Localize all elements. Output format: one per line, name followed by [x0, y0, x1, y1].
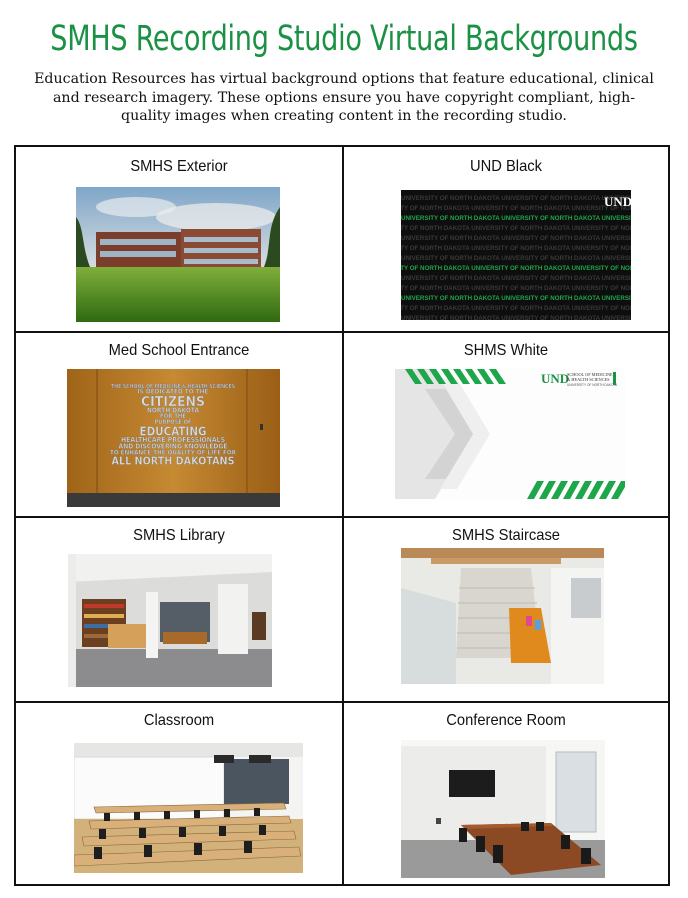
grid-divider [16, 331, 668, 333]
background-option-conference-room[interactable]: Conference Room [344, 703, 668, 886]
und-logo: UND [604, 194, 631, 209]
med-school-entrance-image: THE SCHOOL OF MEDICINE & HEALTH SCIENCES… [67, 369, 280, 507]
backgrounds-grid: SMHS Exterior [14, 145, 670, 886]
grid-divider [16, 701, 668, 703]
background-option-classroom[interactable]: Classroom [16, 703, 342, 886]
shms-white-image: UND SCHOOL OF MEDICINE & HEALTH SCIENCES… [395, 369, 625, 499]
background-option-smhs-exterior[interactable]: SMHS Exterior [16, 147, 342, 331]
background-label: Classroom [143, 712, 215, 729]
background-option-smhs-staircase[interactable]: SMHS Staircase [344, 518, 668, 701]
und-pattern-text: UNIVERSITY OF NORTH DAKOTA UNIVERSITY OF… [401, 235, 631, 242]
background-option-med-school-entrance[interactable]: Med School Entrance THE SCHOOL OF MEDICI… [16, 333, 342, 516]
und-pattern-text: UNIVERSITY OF NORTH DAKOTA UNIVERSITY OF… [401, 215, 631, 222]
white-pattern: UND SCHOOL OF MEDICINE & HEALTH SCIENCES… [395, 369, 625, 499]
page-title: SMHS Recording Studio Virtual Background… [50, 19, 638, 59]
entrance-wall-text: THE SCHOOL OF MEDICINE & HEALTH SCIENCES [111, 384, 235, 390]
und-pattern-text: UNIVERSITY OF NORTH DAKOTA UNIVERSITY OF… [401, 285, 631, 292]
entrance-wall-text: IS DEDICATED TO THE [138, 388, 209, 395]
entrance-wall: THE SCHOOL OF MEDICINE & HEALTH SCIENCES… [67, 369, 280, 507]
entrance-wall-text: NORTH DAKOTA [147, 406, 199, 414]
entrance-wall-text: CITIZENS [141, 395, 205, 410]
entrance-wall-text: HEALTHCARE PROFESSIONALS [121, 436, 225, 444]
logo-line: & HEALTH SCIENCES [567, 377, 610, 382]
background-label: SMHS Staircase [452, 527, 560, 544]
smhs-library-image [68, 554, 272, 687]
background-label: SHMS White [463, 342, 549, 359]
entrance-wall-text: ALL NORTH DAKOTANS [112, 455, 235, 468]
und-pattern-text: UNIVERSITY OF NORTH DAKOTA UNIVERSITY OF… [401, 225, 631, 232]
background-option-shms-white[interactable]: SHMS White [344, 333, 668, 516]
logo-mark: UND [541, 371, 569, 386]
entrance-wall-text: AND DISCOVERING KNOWLEDGE [119, 443, 228, 451]
background-label: Conference Room [446, 712, 566, 729]
smhs-staircase-image [401, 548, 604, 684]
logo-line: UNIVERSITY OF NORTH DAKOTA [567, 383, 618, 387]
entrance-wall-text: TO ENHANCE THE QUALITY OF LIFE FOR [110, 449, 236, 456]
und-pattern-text: UNIVERSITY OF NORTH DAKOTA UNIVERSITY OF… [401, 315, 631, 320]
background-label: UND Black [470, 158, 542, 175]
und-pattern-text: UNIVERSITY OF NORTH DAKOTA UNIVERSITY OF… [401, 205, 631, 212]
und-pattern-text: UNIVERSITY OF NORTH DAKOTA UNIVERSITY OF… [401, 195, 631, 202]
grid-divider [342, 147, 344, 884]
entrance-wall-text: PURPOSE OF [155, 419, 192, 426]
background-label: SMHS Library [133, 527, 225, 544]
und-pattern-text: UNIVERSITY OF NORTH DAKOTA UNIVERSITY OF… [401, 255, 631, 262]
und-pattern-text: UNIVERSITY OF NORTH DAKOTA UNIVERSITY OF… [401, 275, 631, 282]
intro-paragraph: Education Resources has virtual backgrou… [34, 71, 654, 124]
und-pattern-text: UNIVERSITY OF NORTH DAKOTA UNIVERSITY OF… [401, 265, 631, 272]
background-option-und-black[interactable]: UND Black UNIVERSITY OF NORTH DAKOTA UNI… [344, 147, 668, 331]
und-black-image: UNIVERSITY OF NORTH DAKOTA UNIVERSITY OF… [401, 190, 631, 320]
background-label: SMHS Exterior [130, 158, 228, 175]
und-pattern-text: UNIVERSITY OF NORTH DAKOTA UNIVERSITY OF… [401, 295, 631, 302]
logo-line: SCHOOL OF MEDICINE [567, 372, 613, 377]
und-black-pattern: UNIVERSITY OF NORTH DAKOTA UNIVERSITY OF… [401, 194, 631, 320]
und-pattern-text: UNIVERSITY OF NORTH DAKOTA UNIVERSITY OF… [401, 305, 631, 312]
entrance-wall-text: FOR THE [160, 413, 186, 420]
grid-divider [16, 516, 668, 518]
und-pattern-text: UNIVERSITY OF NORTH DAKOTA UNIVERSITY OF… [401, 245, 631, 252]
conference-room-image [401, 740, 605, 878]
background-option-smhs-library[interactable]: SMHS Library [16, 518, 342, 701]
background-label: Med School Entrance [108, 342, 250, 359]
smhs-exterior-image [76, 187, 280, 322]
classroom-image [74, 743, 303, 873]
smhs-logo: UND SCHOOL OF MEDICINE & HEALTH SCIENCES… [541, 371, 618, 387]
entrance-wall-text: EDUCATING [140, 424, 207, 438]
